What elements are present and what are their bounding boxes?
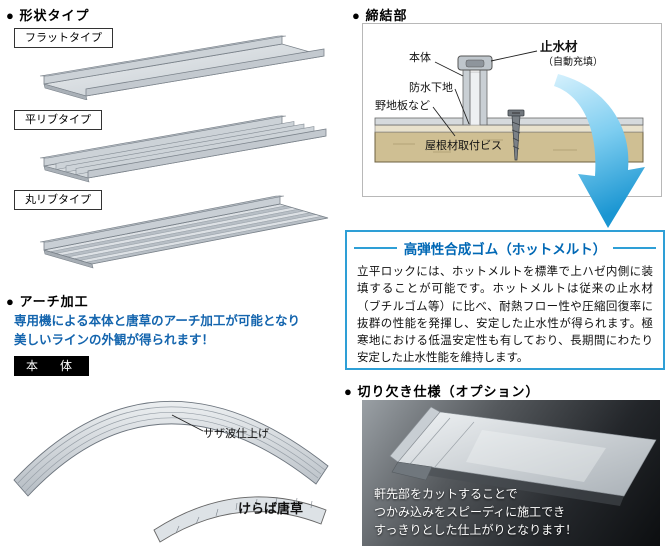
flat-type-panel-image (39, 35, 325, 100)
hotmelt-title: 高弾性合成ゴム（ホットメルト） (347, 238, 663, 258)
label-sealant-note: （自動充填） (543, 57, 603, 68)
hotmelt-info-box: 高弾性合成ゴム（ホットメルト） 立平ロックには、ホットメルトを標準で上ハゼ内側に… (345, 230, 665, 370)
hotmelt-body-text: 立平ロックには、ホットメルトを標準で上ハゼ内側に装填することが可能です。ホットメ… (357, 266, 653, 365)
round-rib-type-panel-image (39, 195, 329, 269)
notch-heading: ● 切り欠き仕様（オプション） (344, 384, 540, 399)
body-tag: 本 体 (14, 356, 90, 376)
notch-cut (391, 461, 433, 481)
corrugation-strips (43, 203, 329, 265)
sheathing-board (374, 131, 644, 163)
type-label-round-rib: 丸リブタイプ (14, 190, 102, 210)
arch-panels-image (13, 401, 329, 543)
screw-illustration (507, 109, 525, 161)
notched-panel-photo-image (389, 406, 657, 506)
shape-types-heading: ● 形状タイプ (6, 8, 90, 23)
wave-finish-label: サザ波仕上げ (203, 428, 269, 440)
notch-photo: 軒先部をカットすることで つかみ込みをスピーディに施工でき すっきりとした仕上が… (362, 400, 660, 546)
label-body: 本体 (409, 52, 431, 64)
fastening-diagram: 本体 止水材 （自動充填） 防水下地 野地板など 屋根材取付ビス (362, 23, 662, 197)
underlay-layer (374, 124, 644, 133)
arch-description: 専用機による本体と唐草のアーチ加工が可能となり 美しいラインの外観が得られます！ (14, 314, 301, 348)
label-underlay: 防水下地 (409, 82, 453, 94)
label-sealant: 止水材 (540, 40, 578, 54)
fastening-heading: ● 締結部 (352, 8, 408, 23)
leader-lines (432, 50, 538, 137)
type-label-flat-rib: 平リブタイプ (14, 110, 102, 130)
seam-assembly (457, 55, 493, 126)
main-arch-panel (13, 401, 329, 497)
label-sheathing: 野地板など (375, 100, 430, 112)
type-label-flat: フラットタイプ (14, 28, 113, 48)
arch-heading: ● アーチ加工 (6, 294, 89, 309)
sealant-material (465, 59, 485, 68)
keraba-label: けらば唐草 (238, 501, 304, 516)
notch-caption: 軒先部をカットすることで つかみ込みをスピーディに施工でき すっきりとした仕上が… (374, 487, 578, 537)
keraba-arch-piece (153, 496, 327, 543)
wave-finish-leader-line (171, 414, 204, 432)
label-screw: 屋根材取付ビス (425, 140, 502, 152)
flat-rib-type-panel-image (39, 115, 327, 183)
